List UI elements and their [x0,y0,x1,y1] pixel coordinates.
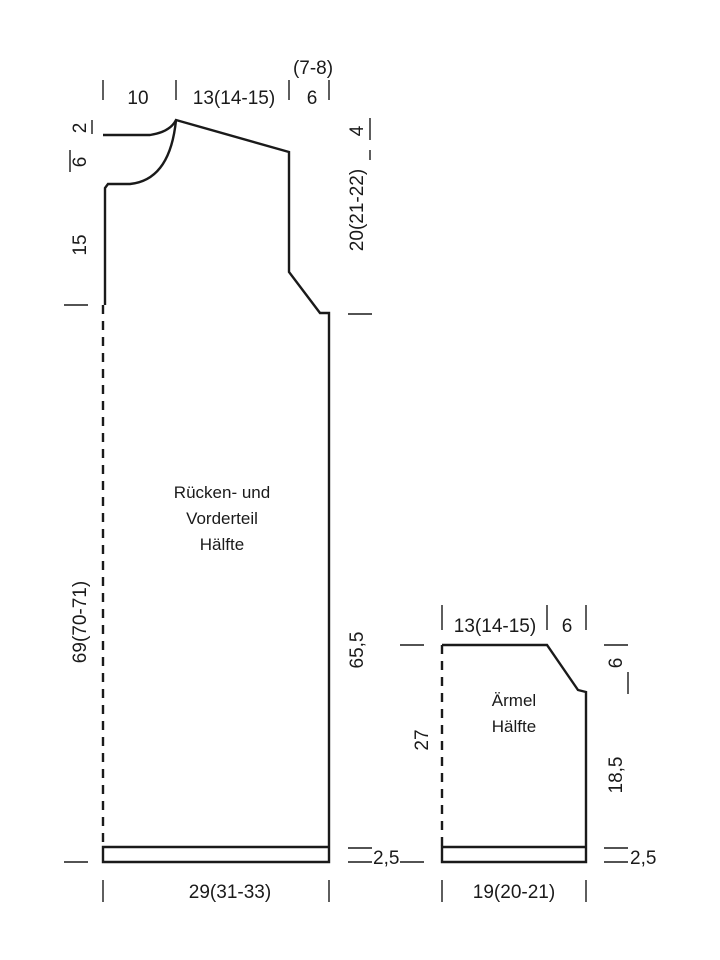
body-front-neck-curve [103,119,178,305]
sleeve-top-width: 13(14-15) [454,616,536,637]
body-shoulder-slope: 4 [347,125,368,136]
sleeve-label-line-1: Ärmel [492,691,536,710]
body-label-line-3: Hälfte [200,535,244,554]
body-label-line-2: Vorderteil [186,509,258,528]
body-left-ticks [64,120,93,863]
body-shoulder-width: 13(14-15) [193,88,275,109]
sleeve-cap-depth: 6 [606,658,627,669]
body-neck-top: 2 [70,123,91,134]
sleeve-right-ticks [604,644,629,863]
body-piece: 10 13(14-15) (7-8) 6 2 6 15 69(70-71) 4 … [64,58,399,903]
body-bottom-width: 29(31-33) [189,882,271,903]
sleeve-length-left: 27 [412,729,433,750]
body-hem: 2,5 [373,848,399,869]
sleeve-bottom-width: 19(20-21) [473,882,555,903]
body-shoulder-extra-lower: 6 [307,88,318,109]
sleeve-top-ticks [441,605,587,630]
body-label-line-1: Rücken- und [174,483,270,502]
sleeve-outline [440,643,588,864]
sleeve-piece: 13(14-15) 6 27 6 18,5 2,5 19(20-21) Ärme… [400,605,656,903]
body-armhole-side: 15 [70,234,91,255]
body-bottom-ticks [102,880,330,902]
sleeve-hem: 2,5 [630,848,656,869]
sleeve-length-right: 18,5 [606,757,627,794]
body-neck-width: 10 [127,88,148,109]
body-side-length: 65,5 [347,632,368,669]
sleeve-top-cap: 6 [562,616,573,637]
body-top-ticks [102,80,330,100]
body-shoulder-extra-upper: (7-8) [293,58,333,79]
body-neck-depth: 6 [70,157,91,168]
body-right-ticks [348,118,372,863]
body-length: 69(70-71) [70,581,91,663]
sleeve-left-ticks [400,644,424,863]
body-armhole-depth: 20(21-22) [347,169,368,251]
sleeve-label-line-2: Hälfte [492,717,536,736]
sleeve-bottom-ticks [441,880,587,902]
